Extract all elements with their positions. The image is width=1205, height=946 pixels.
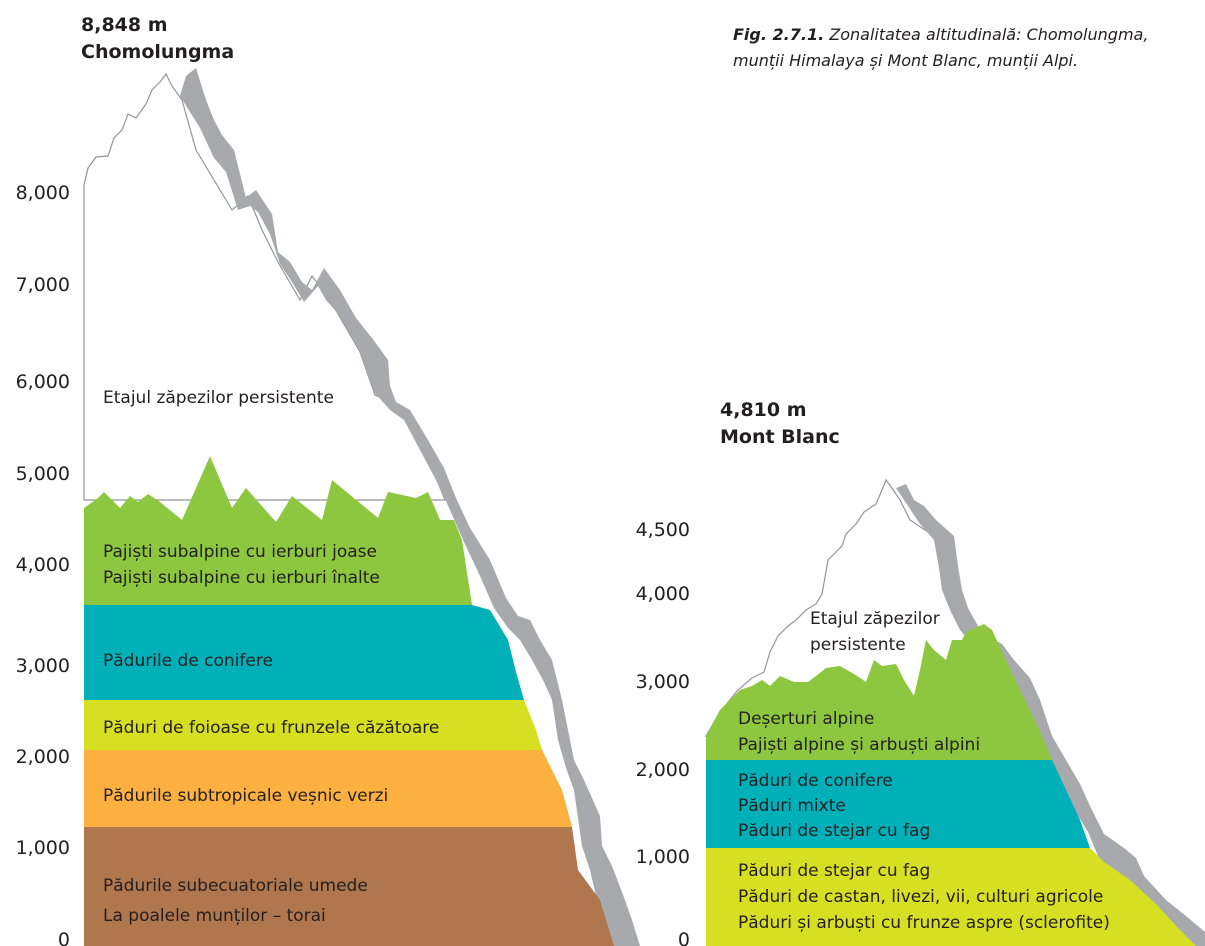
mont-blanc-zone-oak-beech-label-1: Păduri de stejar cu fag [738, 821, 930, 841]
y-tick-label: 8,000 [16, 182, 70, 204]
y-tick-label: 7,000 [16, 274, 70, 296]
mont-blanc-y-axis: 0 1,000 2,000 3,000 4,000 4,500 [636, 519, 690, 946]
mont-blanc-zone-chestnut-label: Păduri de castan, livezi, vii, culturi a… [738, 887, 1103, 907]
y-tick-label: 4,000 [636, 583, 690, 605]
mont-blanc-zone-sclerophyll-label: Păduri și arbuști cu frunze aspre (scler… [738, 913, 1110, 933]
chomolungma-zone-deciduous-label: Păduri de foioase cu frunzele căzătoare [103, 718, 439, 738]
chomolungma-subtropical-band [84, 750, 572, 827]
caption-text-1: Zonalitatea altitudinală: Chomolungma, [828, 25, 1148, 44]
y-tick-label: 4,500 [636, 519, 690, 541]
y-tick-label: 2,000 [16, 746, 70, 768]
mont-blanc-mountain [704, 478, 1205, 946]
mont-blanc-deciduous-band [706, 848, 1196, 946]
mont-blanc-zone-conifer-label: Păduri de conifere [738, 771, 893, 791]
y-tick-label: 1,000 [636, 846, 690, 868]
mont-blanc-conifer-band [706, 760, 1090, 848]
caption-line-1: Fig. 2.7.1. Zonalitatea altitudinală: Ch… [733, 25, 1148, 44]
chomolungma-zone-foothills-label: La poalele munților – torai [103, 906, 326, 926]
chomolungma-mountain [83, 68, 640, 946]
chomolungma-name-label: Chomolungma [81, 41, 234, 63]
mont-blanc-rock-shading [896, 484, 1205, 946]
mont-blanc-height-label: 4,810 m [720, 399, 807, 421]
chomolungma-deciduous-band [84, 700, 542, 750]
chomolungma-zone-subtropical-label: Pădurile subtropicale veșnic verzi [103, 786, 388, 806]
y-tick-label: 3,000 [16, 655, 70, 677]
chomolungma-meadow-band [84, 456, 472, 605]
chomolungma-snow-zone [83, 72, 446, 501]
mont-blanc-zone-snow-label-2: persistente [810, 635, 906, 655]
y-tick-label: 0 [678, 929, 690, 946]
y-tick-label: 2,000 [636, 759, 690, 781]
y-tick-label: 4,000 [16, 554, 70, 576]
mont-blanc-name-label: Mont Blanc [720, 426, 840, 448]
mont-blanc-meadow-band [706, 624, 1052, 760]
chomolungma-zone-snow-label: Etajul zăpezilor persistente [103, 388, 334, 408]
y-tick-label: 0 [58, 929, 70, 946]
y-tick-label: 1,000 [16, 837, 70, 859]
chomolungma-zone-subequatorial-label: Pădurile subecuatoriale umede [103, 876, 368, 896]
mont-blanc-zone-mixed-label: Păduri mixte [738, 796, 846, 816]
chomolungma-rock-shading [180, 68, 640, 946]
chomolungma-height-label: 8,848 m [81, 14, 168, 36]
mont-blanc-zone-meadow-label: Pajiști alpine și arbuști alpini [738, 735, 980, 755]
chomolungma-zone-meadow-high-label: Pajiști subalpine cu ierburi înalte [103, 568, 380, 588]
chomolungma-zone-meadow-low-label: Pajiști subalpine cu ierburi joase [103, 542, 377, 562]
chomolungma-zone-conifer-label: Pădurile de conifere [103, 651, 273, 671]
mont-blanc-zone-desert-label: Deșerturi alpine [738, 709, 874, 729]
caption-line-2: munții Himalaya și Mont Blanc, munții Al… [733, 51, 1078, 70]
y-tick-label: 5,000 [16, 463, 70, 485]
mont-blanc-zone-oak-beech-label-2: Păduri de stejar cu fag [738, 861, 930, 881]
figure-caption: Fig. 2.7.1. Zonalitatea altitudinală: Ch… [733, 25, 1148, 70]
chomolungma-subequatorial-band [84, 827, 614, 946]
chomolungma-y-axis: 0 1,000 2,000 3,000 4,000 5,000 6,000 7,… [16, 182, 70, 946]
y-tick-label: 6,000 [16, 371, 70, 393]
chomolungma-conifer-band [84, 605, 524, 700]
mont-blanc-zone-snow-label-1: Etajul zăpezilor [810, 609, 940, 629]
caption-figure-number: Fig. 2.7.1. [733, 25, 824, 44]
y-tick-label: 3,000 [636, 671, 690, 693]
